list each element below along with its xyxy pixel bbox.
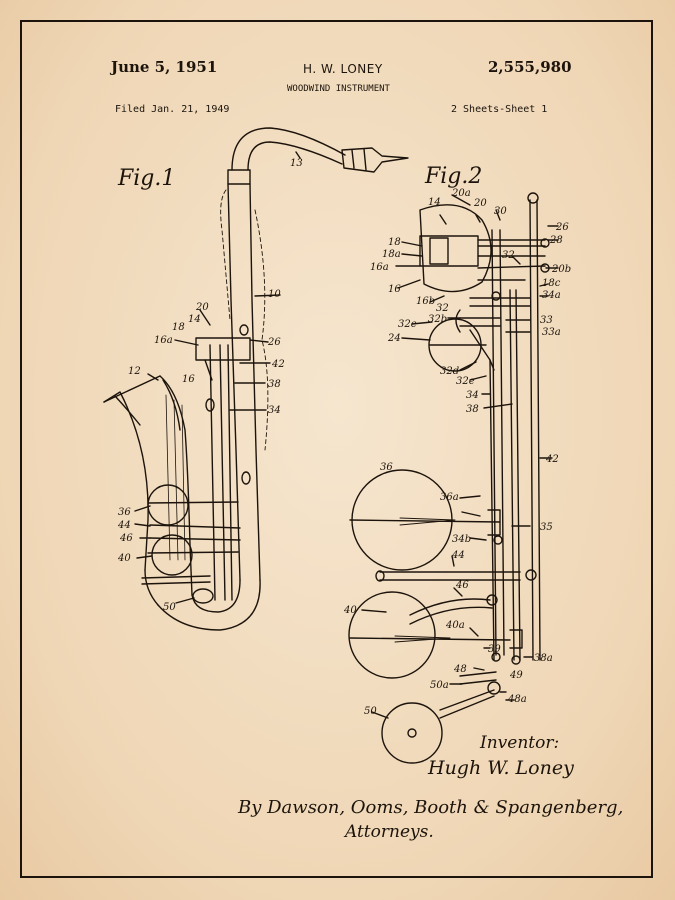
svg-text:34b: 34b — [452, 534, 471, 545]
svg-text:16: 16 — [388, 284, 401, 295]
svg-text:34a: 34a — [542, 290, 561, 301]
svg-text:36a: 36a — [440, 492, 459, 503]
svg-text:13: 13 — [290, 158, 303, 169]
svg-text:16: 16 — [182, 374, 195, 385]
svg-text:34: 34 — [268, 405, 281, 416]
figure-1-label: Fig.1 — [118, 166, 175, 191]
svg-text:18: 18 — [388, 237, 401, 248]
svg-text:20b: 20b — [551, 264, 571, 275]
svg-text:44: 44 — [117, 520, 131, 531]
svg-text:18c: 18c — [542, 278, 561, 289]
svg-text:32e: 32e — [456, 376, 475, 387]
figure-2-label: Fig.2 — [425, 164, 482, 189]
svg-text:48a: 48a — [507, 694, 527, 705]
svg-text:50: 50 — [364, 706, 377, 717]
svg-text:28: 28 — [549, 235, 563, 246]
svg-text:33: 33 — [540, 315, 553, 326]
svg-text:40a: 40a — [445, 620, 465, 631]
svg-text:14: 14 — [428, 197, 441, 208]
svg-text:16a: 16a — [154, 335, 173, 346]
svg-text:30: 30 — [494, 206, 507, 217]
attorneys-label: Attorneys. — [345, 822, 434, 842]
svg-text:46: 46 — [119, 533, 133, 544]
svg-text:38a: 38a — [534, 653, 553, 664]
svg-text:50a: 50a — [430, 680, 449, 691]
svg-text:48: 48 — [453, 664, 467, 675]
svg-text:12: 12 — [128, 366, 141, 377]
svg-text:32c: 32c — [398, 319, 417, 330]
fig2-key-mechanism-drawing — [349, 193, 558, 763]
svg-text:40: 40 — [343, 605, 357, 616]
svg-text:10: 10 — [268, 289, 281, 300]
svg-text:36: 36 — [118, 507, 131, 518]
svg-text:42: 42 — [271, 359, 285, 370]
svg-text:36: 36 — [380, 462, 393, 473]
svg-text:34: 34 — [466, 390, 479, 401]
svg-text:32b: 32b — [428, 314, 447, 325]
svg-text:33a: 33a — [542, 327, 561, 338]
svg-text:20a: 20a — [451, 188, 471, 199]
svg-text:46: 46 — [455, 580, 469, 591]
svg-text:42: 42 — [545, 454, 559, 465]
attorneys-signature: By Dawson, Ooms, Booth & Spangenberg, — [238, 797, 623, 818]
svg-text:16a: 16a — [370, 262, 389, 273]
svg-text:14: 14 — [188, 314, 201, 325]
svg-text:40: 40 — [117, 553, 131, 564]
svg-text:26: 26 — [555, 222, 569, 233]
svg-text:32: 32 — [436, 303, 449, 314]
svg-text:20: 20 — [195, 302, 209, 313]
svg-text:16b: 16b — [416, 296, 435, 307]
svg-text:44: 44 — [451, 550, 465, 561]
svg-text:38: 38 — [466, 404, 479, 415]
svg-text:18: 18 — [172, 322, 185, 333]
svg-text:49: 49 — [509, 670, 523, 681]
svg-text:32: 32 — [502, 250, 515, 261]
svg-text:39: 39 — [488, 644, 501, 655]
svg-text:50: 50 — [163, 602, 176, 613]
svg-text:38: 38 — [268, 379, 281, 390]
svg-text:35: 35 — [540, 522, 553, 533]
svg-text:18a: 18a — [382, 249, 401, 260]
svg-text:24: 24 — [387, 333, 401, 344]
inventor-label: Inventor: — [480, 733, 559, 753]
svg-text:26: 26 — [267, 337, 281, 348]
inventor-signature: Hugh W. Loney — [428, 757, 574, 779]
svg-text:20: 20 — [473, 198, 487, 209]
fig1-saxophone-drawing — [104, 128, 408, 630]
